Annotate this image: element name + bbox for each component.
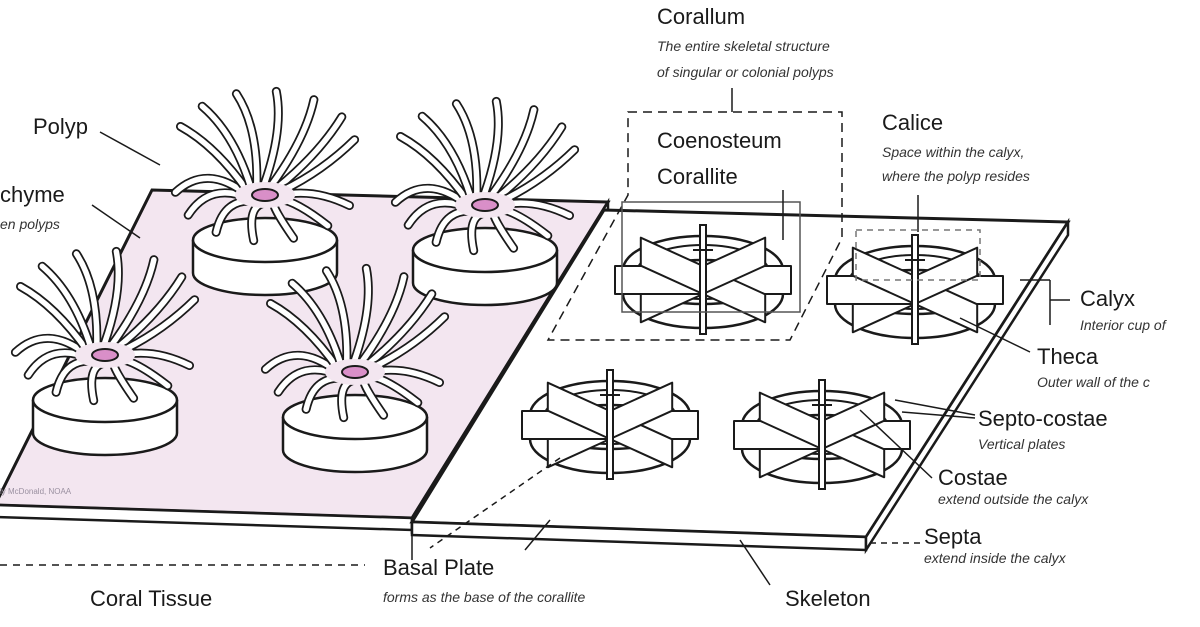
calice-box — [855, 229, 981, 281]
theca-label: Theca — [1037, 344, 1099, 369]
calyx-label: Calyx — [1080, 286, 1136, 311]
corallum-description-line1: The entire skeletal structure — [657, 38, 830, 54]
calice-description-line1: Space within the calyx, — [882, 144, 1025, 160]
septa-description: extend inside the calyx — [924, 550, 1066, 566]
skeleton-label: Skeleton — [785, 586, 871, 611]
basal-plate-label: Basal Plate — [383, 555, 495, 580]
calice-label: Calice — [882, 110, 944, 135]
leader-lines — [0, 88, 1070, 586]
coral-tissue-label: Coral Tissue — [90, 586, 213, 611]
coenenchyme-description: en polyps — [0, 216, 60, 232]
coenosteum-label: Coenosteum — [657, 128, 782, 153]
corallite-figure — [826, 234, 1004, 345]
corallite-figure — [521, 369, 699, 480]
septa-label: Septa — [924, 524, 982, 549]
corallite-label: Corallite — [657, 164, 738, 189]
coenenchyme-label: chyme — [0, 182, 65, 207]
calyx-description: Interior cup of — [1080, 317, 1166, 333]
corallum-dashed-box — [546, 111, 843, 341]
costae-label: Costae — [938, 465, 1008, 490]
polyp-figure — [170, 86, 360, 297]
image-credit: ly McDonald, NOAA — [0, 487, 72, 496]
calice-description-line2: where the polyp resides — [882, 168, 1030, 184]
corallum-label: Corallum — [657, 4, 746, 29]
septo-costae-label: Septo-costae — [978, 406, 1108, 431]
costae-description: extend outside the calyx — [938, 491, 1089, 507]
septo-costae-description: Vertical plates — [978, 436, 1066, 452]
polyp-figure — [260, 263, 450, 474]
polyp-figure — [10, 246, 200, 457]
corallum-description-line2: of singular or colonial polyps — [657, 64, 834, 80]
basal-plate-description: forms as the base of the corallite — [383, 589, 586, 605]
polyp-figure — [390, 96, 580, 307]
corallite-box — [621, 201, 801, 313]
polyp-label: Polyp — [33, 114, 89, 139]
corallite-figure — [614, 224, 792, 335]
theca-description: Outer wall of the c — [1037, 374, 1150, 390]
corallite-figure — [733, 379, 911, 490]
